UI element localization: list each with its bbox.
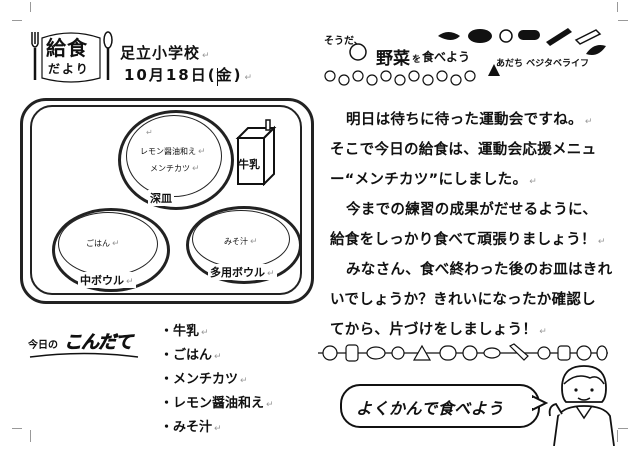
fukazara-item-1: レモン醤油和え↵ xyxy=(140,147,206,157)
menu-item-2: ・ごはん↵ xyxy=(160,348,222,363)
article-line-4: 今までの練習の成果がだせるように、 xyxy=(346,202,598,218)
return-mark: ↵ xyxy=(146,128,153,137)
article-line-2: そこで今日の給食は、運動会応援メニュ xyxy=(330,142,597,158)
chu-bowl-item: ごはん↵ xyxy=(86,239,120,249)
menu-heading-big: こんだて xyxy=(64,332,134,354)
campaign-title-main: 野菜 xyxy=(376,49,410,69)
campaign-subtitle: あだち ベジタベライフ xyxy=(496,59,589,69)
fork-spoon-icon xyxy=(31,31,113,83)
todays-menu-heading: 今日の こんだて xyxy=(28,322,140,362)
kyushoku-dayori-logo: 給食 だより xyxy=(26,28,116,84)
logo-subtitle: だより xyxy=(48,62,90,76)
text-cursor xyxy=(217,68,218,86)
slogan-text: よくかんで食べよう xyxy=(356,399,504,418)
article-line-1: 明日は待ちに待った運動会ですね。↵ xyxy=(346,112,593,128)
vegetable-campaign-banner: そうだ、 野菜 を 食べよう あだち ベジタベライフ xyxy=(318,24,614,100)
bubble-tail xyxy=(532,394,548,412)
menu-item-5: ・みそ汁↵ xyxy=(160,420,222,435)
heading-underline xyxy=(29,352,139,358)
milk-carton-icon xyxy=(235,119,277,186)
crop-mark xyxy=(617,2,626,12)
article-line-3: ー“メンチカツ”にしました。↵ xyxy=(330,172,538,188)
menu-item-1: ・牛乳↵ xyxy=(160,324,209,339)
logo-title: 給食 xyxy=(46,36,88,60)
menu-item-3: ・メンチカツ↵ xyxy=(160,372,248,387)
article-line-7: いでしょうか？きれいになったか確認し xyxy=(330,292,596,308)
menu-heading-small: 今日の xyxy=(28,340,58,351)
tayo-bowl-label: 多用ボウル↵ xyxy=(208,264,277,280)
fukazara-label: 深皿 xyxy=(148,190,174,206)
slogan-bubble: よくかんで食べよう xyxy=(340,384,540,428)
crop-mark xyxy=(618,428,628,437)
tayo-bowl-item: みそ汁↵ xyxy=(224,237,258,247)
campaign-title-wo: を xyxy=(412,55,422,65)
nutritionist-character-icon xyxy=(548,365,615,446)
chu-bowl-label: 中ボウル↵ xyxy=(78,272,136,288)
fukazara-item-2: メンチカツ↵ xyxy=(150,164,200,174)
crop-mark xyxy=(12,12,22,21)
article-line-5: 給食をしっかり食べて頑張りましょう！↵ xyxy=(330,232,606,248)
milk-label: 牛乳 xyxy=(238,158,260,171)
article-line-6: みなさん、食べ終わった後のお皿はきれ xyxy=(346,262,613,278)
vegetable-border-icon xyxy=(318,343,608,362)
crop-mark xyxy=(22,430,31,442)
campaign-title-end: 食べよう xyxy=(422,50,471,64)
crop-mark xyxy=(22,2,31,12)
newsletter-date: 10月18日(金)↵ xyxy=(124,66,255,84)
lunch-tray-inner xyxy=(30,105,302,295)
vegetable-illustration-icon xyxy=(324,28,606,86)
article-line-8: てから、片づけをしましょう！↵ xyxy=(330,322,548,338)
school-name: 足立小学校↵ xyxy=(120,44,211,62)
fukazara-rim xyxy=(126,115,222,197)
lunch-tray xyxy=(20,98,314,304)
crop-mark xyxy=(618,12,628,21)
crop-mark xyxy=(12,428,22,437)
menu-item-4: ・レモン醤油和え↵ xyxy=(160,396,274,411)
campaign-prefix: そうだ、 xyxy=(324,36,364,47)
crop-mark xyxy=(617,430,626,442)
